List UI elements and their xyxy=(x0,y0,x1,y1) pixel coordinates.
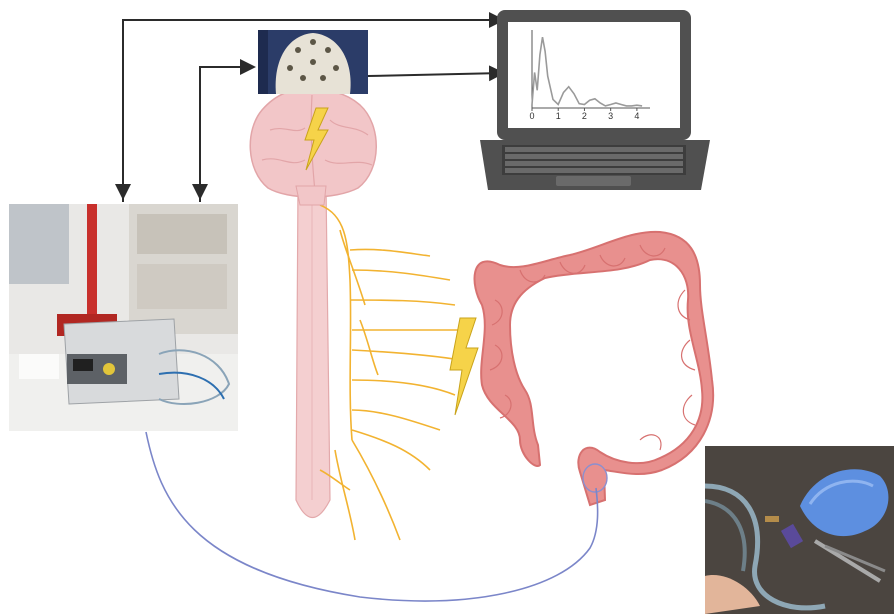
eeg-cap-photo xyxy=(258,30,368,94)
arrow-eeg-to-stimulator xyxy=(200,67,254,202)
x-tick-label: 1 xyxy=(556,111,561,121)
nerve-fibers xyxy=(320,205,470,540)
x-tick-label: 2 xyxy=(582,111,587,121)
colon-icon xyxy=(475,232,714,505)
balloon-probe-photo xyxy=(705,446,894,614)
laptop-icon xyxy=(480,10,710,190)
spinal-cord-icon xyxy=(296,185,330,518)
lightning-icon xyxy=(450,318,478,415)
x-tick-label: 4 xyxy=(634,111,639,121)
x-tick-label: 3 xyxy=(608,111,613,121)
x-tick-label: 0 xyxy=(529,111,534,121)
stimulator-photo xyxy=(9,204,238,431)
arrow-eeg-to-laptop xyxy=(368,73,503,76)
